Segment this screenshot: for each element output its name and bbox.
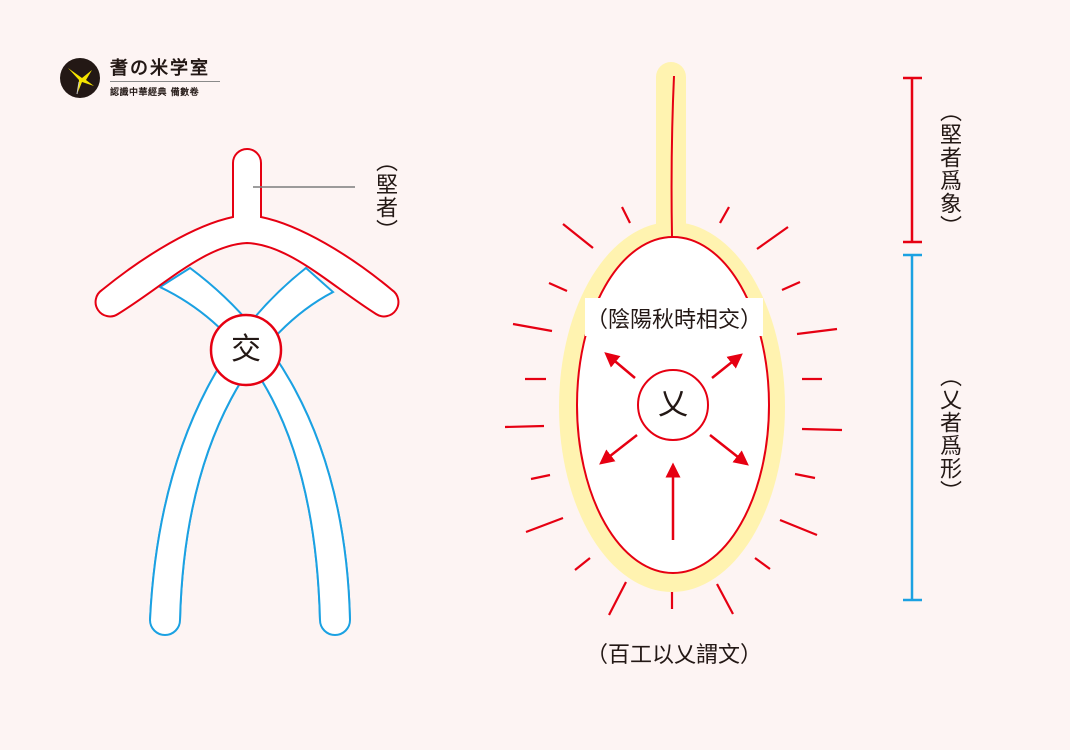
yi-char: 乂	[658, 387, 688, 422]
red-top-shape	[94, 148, 400, 318]
red-bracket	[903, 76, 922, 244]
blue-bracket-label: （乂者爲形）	[936, 365, 961, 503]
arrow-up-right	[711, 353, 743, 379]
sun-rays	[504, 206, 843, 616]
logo-subtitle: 認識中華經典 備數卷	[110, 87, 200, 98]
arrow-up-left	[604, 352, 636, 379]
jiao-char: 交	[231, 332, 261, 367]
bird-logo-icon	[60, 58, 100, 98]
arrow-down-right	[709, 434, 749, 466]
jiao-circle	[209, 313, 283, 387]
logo-divider	[110, 80, 220, 82]
left-figure	[94, 148, 400, 636]
right-figure	[504, 62, 843, 616]
yi-circle	[637, 369, 709, 441]
radiating-arrows	[599, 352, 749, 540]
logo: 耆の米学室 認識中華經典 備數卷	[60, 58, 220, 98]
stem-line	[670, 75, 675, 238]
blue-bracket	[903, 253, 922, 602]
top-label-yinyang: （陰陽秋時相交）	[586, 308, 763, 333]
side-label-jianzhe: （堅者）	[372, 150, 397, 242]
arrow-down-left	[599, 434, 638, 465]
bottom-label-baigong: （百工以乂謂文）	[586, 643, 763, 668]
logo-title: 耆の米学室	[110, 57, 210, 79]
top-label-bg	[585, 298, 763, 336]
red-bracket-label: （堅者爲象）	[936, 100, 961, 238]
